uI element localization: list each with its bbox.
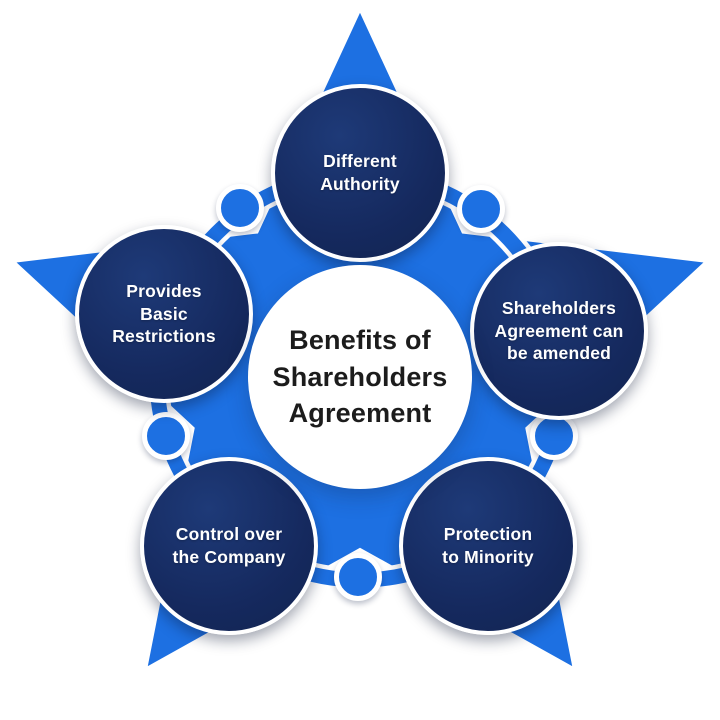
- diagram-title: Benefits of Shareholders Agreement: [272, 325, 448, 429]
- node-provides-basic-restrictions: Provides Basic Restrictions: [75, 225, 253, 403]
- connector-dot: [216, 184, 264, 232]
- node-label: Control over the Company: [172, 524, 286, 567]
- node-label: Shareholders Agreement can be amended: [494, 297, 624, 364]
- node-label: Provides Basic Restrictions: [112, 280, 216, 347]
- node-different-authority: Different Authority: [271, 84, 449, 262]
- node-label: Different Authority: [320, 151, 400, 194]
- node-shareholders-agreement-can-be-amended: Shareholders Agreement can be amended: [470, 242, 648, 420]
- node-label: Protection to Minority: [442, 524, 534, 567]
- connector-dot: [334, 553, 382, 601]
- connector-dot: [142, 412, 190, 460]
- center-title-circle: Benefits of Shareholders Agreement: [248, 265, 472, 489]
- node-protection-to-minority: Protection to Minority: [399, 457, 577, 635]
- node-control-over-the-company: Control over the Company: [140, 457, 318, 635]
- connector-dot: [457, 185, 505, 233]
